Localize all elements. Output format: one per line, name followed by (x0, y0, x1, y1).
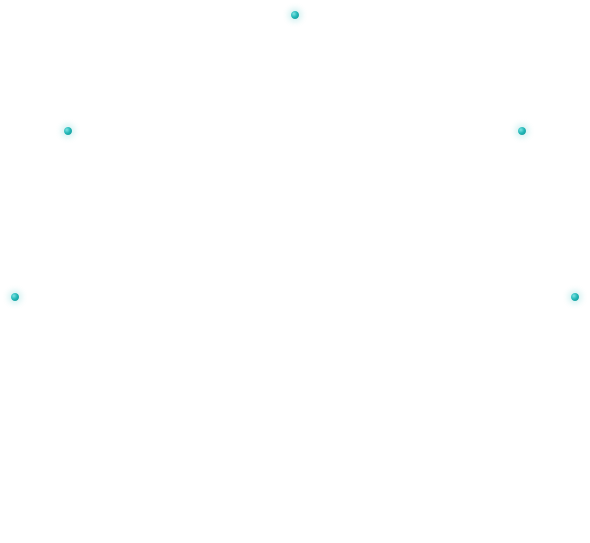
teal-dot-icon (64, 127, 72, 135)
teal-dot-icon (571, 293, 579, 301)
teal-dot-icon (518, 127, 526, 135)
teal-dot-icon (11, 293, 19, 301)
teal-dot-icon (291, 11, 299, 19)
